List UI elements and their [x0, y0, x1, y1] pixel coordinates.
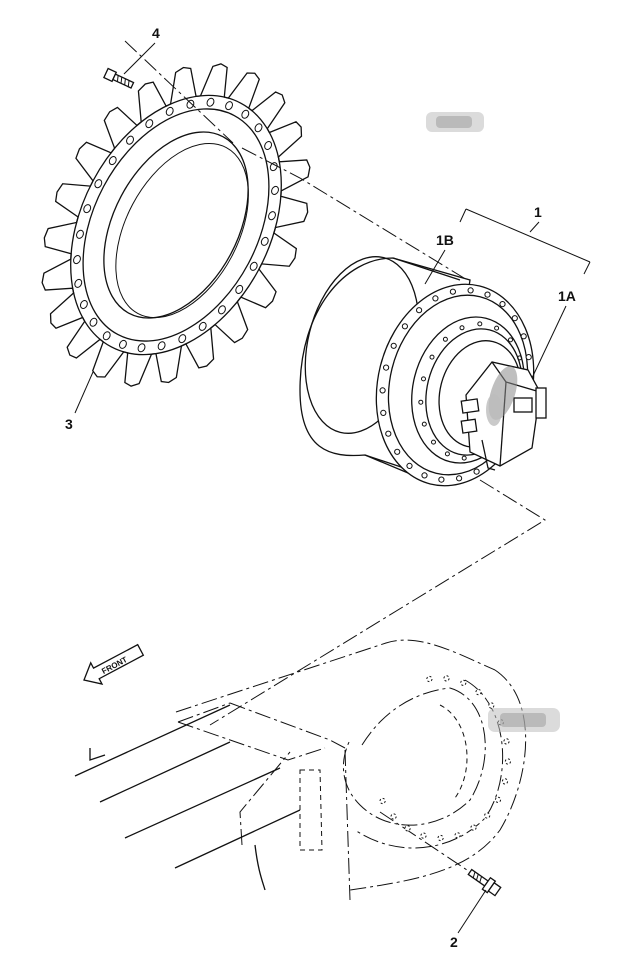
sprocket-bolt-hole	[145, 119, 154, 129]
callout-1: 1	[534, 204, 542, 220]
sprocket-bolt-hole	[241, 109, 250, 119]
sprocket-bolt-hole	[102, 331, 111, 341]
sprocket-bolt-hole	[137, 343, 146, 353]
alignment-lines	[124, 40, 546, 873]
frame-bolt-hole	[420, 832, 427, 839]
callout-3: 3	[65, 416, 73, 432]
motor-bolt-hole	[438, 476, 445, 483]
motor-bolt-hole	[383, 364, 390, 371]
frame-bolt-hole	[443, 675, 450, 682]
motor-inner-hole	[494, 325, 500, 331]
sprocket-bolt-hole	[225, 101, 233, 111]
motor-bolt-hole	[456, 475, 463, 482]
motor-bolt-hole	[525, 354, 532, 361]
motor-bolt-hole	[390, 342, 397, 349]
motor-bolt-hole	[467, 287, 474, 294]
sprocket-bolt-hole	[74, 278, 83, 288]
motor-bolt-hole	[449, 288, 456, 295]
sprocket-bolt-hole	[83, 204, 92, 214]
motor-inner-hole	[508, 337, 513, 343]
callout-2: 2	[450, 934, 458, 950]
frame-bolt-hole	[488, 702, 495, 709]
motor-bolt-hole	[394, 448, 401, 455]
motor-inner-hole	[477, 321, 483, 327]
sprocket-bolt-hole	[218, 305, 226, 315]
frame-bolt-hole	[501, 778, 509, 785]
sprocket-bolt-hole	[268, 211, 276, 221]
motor-bolt-hole	[432, 295, 439, 302]
motor-bolt-hole	[385, 430, 392, 437]
frame-bolt-hole	[379, 797, 386, 805]
motor-bolt-hole	[499, 301, 506, 308]
frame-bolt-hole	[484, 812, 491, 819]
motor-bolt-hole	[421, 472, 428, 479]
frame-bolt-hole	[460, 679, 467, 686]
motor-inner-hole	[429, 354, 435, 360]
bolt-icon	[103, 67, 135, 89]
frame-bolt-hole	[426, 675, 433, 683]
sprocket-bolt-hole	[254, 123, 263, 133]
bolt-icon	[467, 868, 502, 897]
sprocket-bolt-hole	[94, 179, 103, 189]
sprocket-bolt-hole	[157, 341, 166, 351]
motor-bolt-hole	[380, 409, 387, 416]
blurred-text	[426, 112, 560, 732]
sprocket-bolt-hole	[108, 156, 117, 166]
motor-inner-hole	[444, 451, 450, 457]
sprocket-bolt-hole	[260, 236, 269, 246]
motor-bolt-hole	[511, 315, 518, 322]
sprocket-bolt-hole	[165, 106, 174, 116]
sprocket-bolt-hole	[235, 284, 244, 294]
sprocket-bolt-hole	[271, 185, 279, 195]
frame-bolt-hole	[504, 758, 511, 765]
frame-bolt-hole	[470, 824, 477, 831]
motor-inner-hole	[461, 455, 467, 461]
motor-inner-hole	[418, 399, 424, 405]
motor-inner-hole	[431, 439, 436, 445]
motor-bolt-hole	[406, 462, 413, 469]
arrow-left-icon: FRONT	[83, 643, 145, 685]
travel-motor	[299, 256, 547, 487]
sprocket-bolt-hole	[206, 97, 215, 107]
sprocket-bolt-hole	[178, 334, 187, 344]
motor-bolt-hole	[520, 333, 527, 340]
motor-inner-hole	[442, 336, 448, 342]
motor-bolt-hole	[401, 323, 408, 330]
sprocket-bolt-hole	[79, 299, 88, 309]
sprocket-bolt-hole	[249, 261, 258, 271]
frame-bolt-hole	[494, 796, 502, 803]
callout-1b: 1B	[436, 232, 454, 248]
sprocket-bolt-hole	[76, 229, 84, 239]
sprocket-bolt-hole	[264, 141, 273, 151]
motor-bolt-hole	[379, 387, 386, 394]
motor-bolt-hole	[416, 307, 423, 314]
frame-bolt-hole	[475, 689, 482, 696]
motor-inner-hole	[421, 376, 426, 382]
sprocket-bolt-hole	[198, 321, 207, 331]
callout-1a: 1A	[558, 288, 576, 304]
sprocket-bolt-hole	[73, 255, 81, 265]
sprocket-bolt-hole	[89, 317, 98, 327]
sprocket-bolt-hole	[119, 339, 127, 349]
sprocket-bolt-hole	[126, 135, 134, 145]
motor-inner-hole	[459, 325, 465, 331]
sprocket-bolt-hole	[269, 162, 278, 172]
frame-bolt-hole	[404, 825, 411, 832]
frame-bolt-hole	[390, 813, 397, 820]
frame-bolt-hole	[454, 832, 461, 839]
frame-bolt-hole	[437, 834, 444, 842]
motor-inner-hole	[421, 421, 427, 427]
motor-bolt-hole	[484, 291, 491, 298]
track-frame	[74, 639, 527, 901]
frame-bolt-hole	[503, 738, 510, 745]
callout-4: 4	[152, 25, 160, 41]
motor-bolt-hole	[473, 468, 480, 475]
sprocket	[41, 63, 311, 387]
